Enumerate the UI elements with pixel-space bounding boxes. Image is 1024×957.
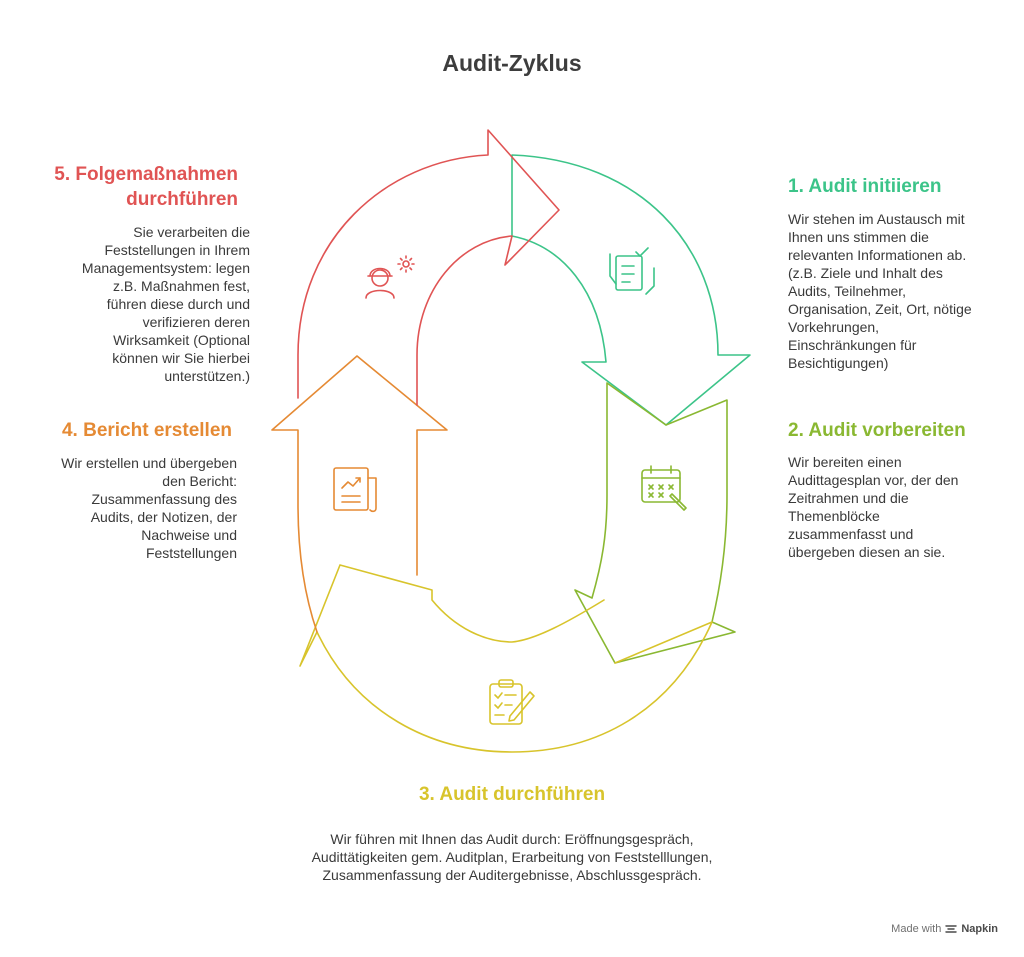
cycle-arrow-step-5 xyxy=(297,129,560,406)
cycle-arrow-step-3 xyxy=(299,564,713,753)
clipboard-pen-icon xyxy=(489,679,535,725)
checklist-hands-icon xyxy=(609,247,655,295)
step-5-title: 5. Folgemaßnahmen durchführen xyxy=(54,164,238,210)
calendar-pen-icon xyxy=(641,465,687,511)
step-2-title: 2. Audit vorbereiten xyxy=(788,420,966,441)
worker-gear-icon xyxy=(365,255,415,299)
cycle-arrow-step-4 xyxy=(271,355,448,633)
footer-brand: Napkin xyxy=(961,923,998,935)
step-1-description: Wir stehen im Austausch mit Ihnen uns st… xyxy=(788,211,972,371)
napkin-logo-icon xyxy=(945,925,958,933)
step-2-description: Wir bereiten einen Audittagesplan vor, d… xyxy=(788,454,959,560)
cycle-arrow-step-1 xyxy=(511,154,751,426)
step-3-title: 3. Audit durchführen xyxy=(418,784,606,805)
footer-credit: Made with Napkin xyxy=(891,923,998,935)
step-5-description: Sie verarbeiten die Feststellungen in Ih… xyxy=(81,224,250,384)
report-chart-icon xyxy=(333,467,377,513)
step-4-description: Wir erstellen und übergeben den Bericht:… xyxy=(61,455,237,561)
step-1-title: 1. Audit initiieren xyxy=(788,176,942,197)
step-4-title: 4. Bericht erstellen xyxy=(61,420,232,441)
cycle-arrow-step-2 xyxy=(574,382,736,664)
page-title: Audit-Zyklus xyxy=(442,50,582,76)
step-3-description: Wir führen mit Ihnen das Audit durch: Er… xyxy=(311,831,713,883)
footer-prefix: Made with xyxy=(891,923,942,935)
